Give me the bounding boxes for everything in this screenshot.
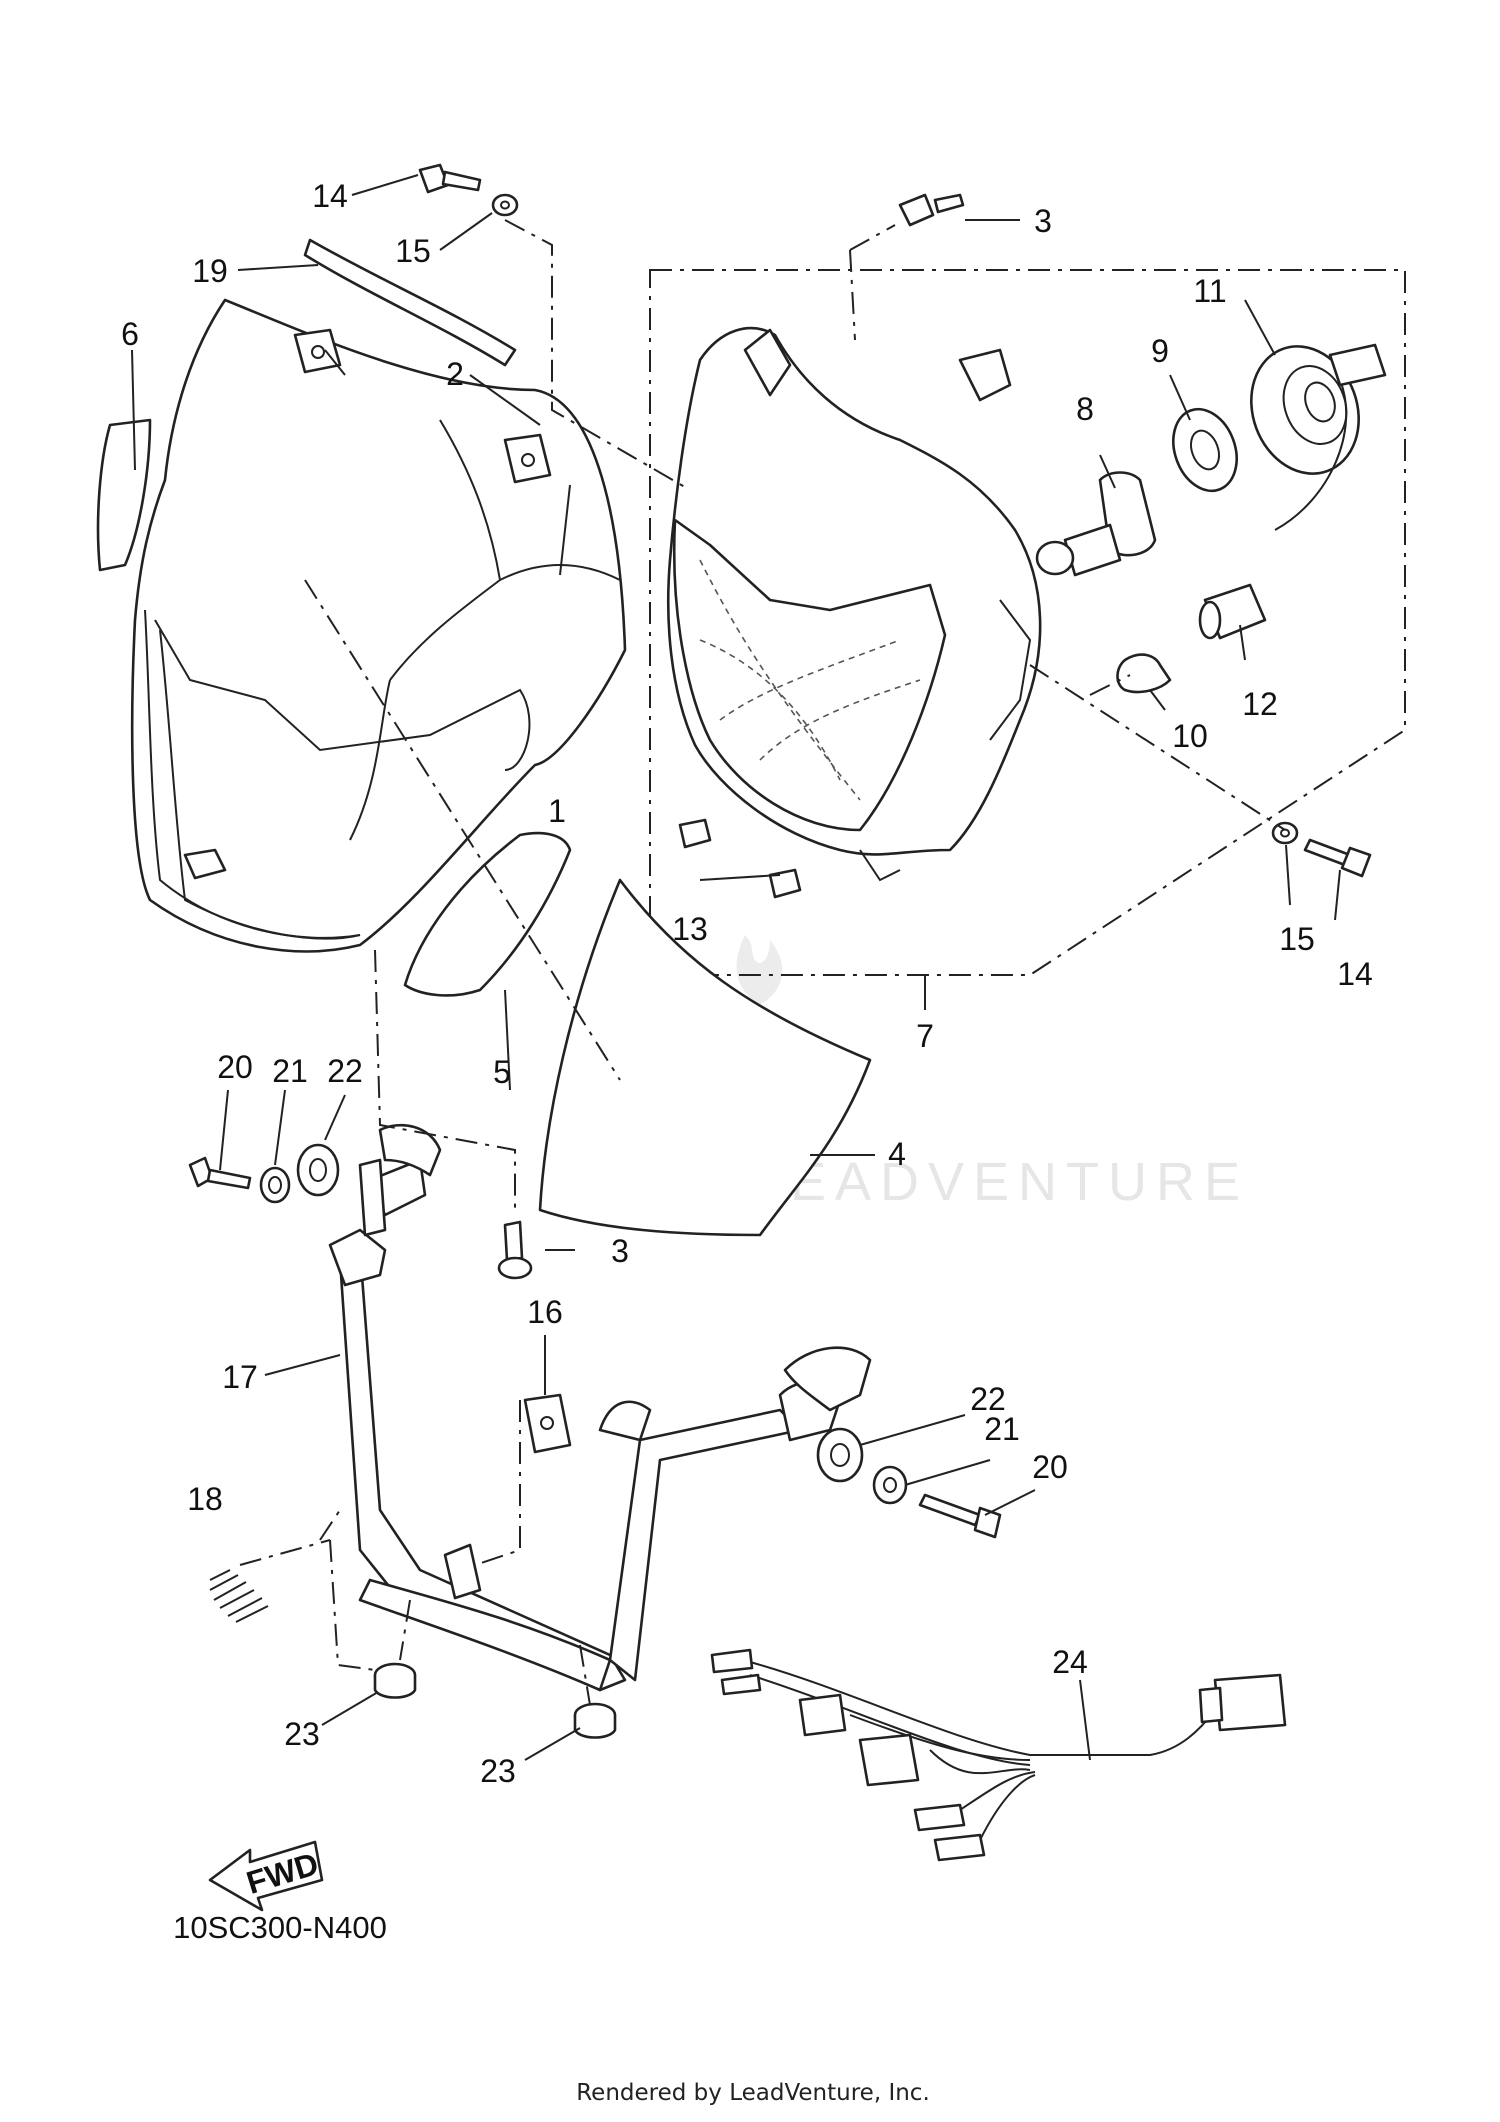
callout-15-right: 15 <box>1279 921 1315 957</box>
callout-17: 17 <box>222 1359 258 1395</box>
part-6-side-reflector <box>96 418 152 572</box>
callout-20-right: 20 <box>1032 1449 1068 1485</box>
callout-21-right: 21 <box>984 1411 1020 1447</box>
callout-4: 4 <box>888 1136 906 1172</box>
part-16-nut-clip <box>523 1393 572 1454</box>
callout-14-right: 14 <box>1337 956 1373 992</box>
leader-lines <box>131 174 1341 1761</box>
part-17-headlight-stay <box>328 1123 872 1692</box>
part-12-socket-cord <box>1198 343 1387 640</box>
fwd-arrow-icon: FWD <box>208 1840 324 1912</box>
callout-20-left: 20 <box>217 1049 253 1085</box>
part-18-spring <box>209 1569 269 1623</box>
part-10-position-bulb <box>1116 653 1172 694</box>
callout-7: 7 <box>916 1018 934 1054</box>
callout-22-left: 22 <box>327 1053 363 1089</box>
part-3-lower-screw <box>497 1220 533 1280</box>
part-8-bulb <box>1035 471 1157 577</box>
callout-2: 2 <box>446 356 464 392</box>
part-14-15-top-bolt-washer <box>418 163 519 217</box>
drawing-code: 10SC300-N400 <box>173 1910 387 1945</box>
render-credit-footer: Rendered by LeadVenture, Inc. <box>576 2080 930 2106</box>
callout-5: 5 <box>493 1054 511 1090</box>
callout-21-left: 21 <box>272 1053 308 1089</box>
part-7-headlight-unit <box>666 326 1042 882</box>
fwd-label: FWD <box>242 1845 322 1901</box>
part-7-assembly-boundary <box>649 269 1406 976</box>
part-1-headlight-cowl <box>130 298 627 953</box>
callout-3-top: 3 <box>1034 203 1052 239</box>
callout-labels: 14 15 19 6 2 1 3 11 9 8 12 10 13 15 14 7… <box>121 178 1373 1789</box>
callout-15: 15 <box>395 233 431 269</box>
part-20-21-22-right-bolt-collar-grommet <box>816 1427 1002 1539</box>
callout-9: 9 <box>1151 333 1169 369</box>
callout-1: 1 <box>548 793 566 829</box>
callout-8: 8 <box>1076 391 1094 427</box>
part-13-clips <box>678 818 802 899</box>
callout-19: 19 <box>192 253 228 289</box>
part-11-dust-cover <box>1250 345 1360 475</box>
part-14-15-right-bolt-washer <box>1271 821 1372 878</box>
callout-3-lower: 3 <box>611 1233 629 1269</box>
part-3-top-screw <box>898 193 965 227</box>
callout-24: 24 <box>1052 1644 1088 1680</box>
callout-16: 16 <box>527 1294 563 1330</box>
callout-22-right: 22 <box>970 1381 1006 1417</box>
part-20-21-22-left-bolt-collar-grommet <box>188 1143 340 1204</box>
part-19-seal-strip <box>303 238 517 367</box>
watermark-text: LEADVENTURE <box>751 1152 1249 1212</box>
callout-6: 6 <box>121 316 139 352</box>
callout-10: 10 <box>1172 718 1208 754</box>
callout-23-left: 23 <box>284 1716 320 1752</box>
part-4-large-lens <box>538 878 872 1237</box>
callout-11: 11 <box>1193 273 1226 309</box>
callout-13: 13 <box>672 911 708 947</box>
callout-23-right: 23 <box>480 1753 516 1789</box>
callout-12: 12 <box>1242 686 1278 722</box>
part-24-wire-harness <box>710 1648 1287 1862</box>
callout-18: 18 <box>187 1481 223 1517</box>
part-2-nut-clips <box>293 328 552 484</box>
alignment-lines <box>239 219 1286 1706</box>
callout-14: 14 <box>312 178 348 214</box>
part-9-bulb-washer <box>1172 407 1238 493</box>
part-5-small-lens <box>403 831 572 997</box>
